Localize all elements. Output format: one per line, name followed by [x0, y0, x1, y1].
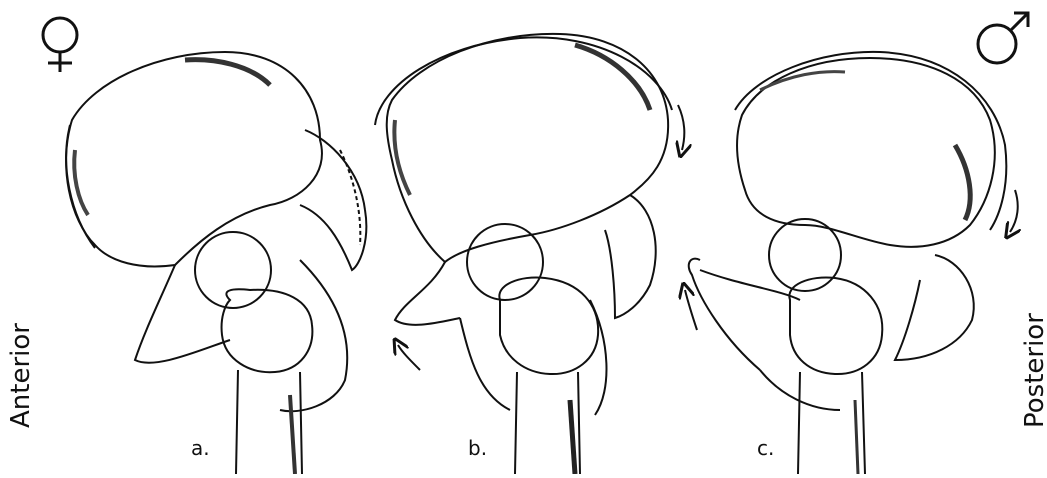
pelvis-figure-a	[66, 52, 366, 474]
rotation-arrow-b-bottom	[398, 345, 420, 370]
iliac-wing-b	[387, 34, 668, 262]
sacrum-b	[605, 195, 656, 318]
female-symbol-icon	[43, 18, 77, 72]
rotation-arrow-c-top	[1010, 190, 1018, 232]
pelvis-figure-c	[685, 52, 1018, 474]
figure-label-b: b.	[468, 436, 487, 460]
greater-trochanter-b	[499, 277, 598, 374]
figure-label-a: a.	[191, 436, 210, 460]
figure-label-c: c.	[757, 436, 774, 460]
greater-trochanter-a	[222, 289, 313, 372]
ischium-a	[135, 265, 230, 363]
sacrum-c	[895, 255, 974, 360]
ischium-b	[395, 262, 460, 325]
rotation-arrow-c-bottom	[685, 290, 697, 330]
femoral-head-a	[195, 232, 271, 308]
iliac-wing-c	[737, 58, 995, 247]
posterior-label: Posterior	[1020, 313, 1047, 428]
anterior-label: Anterior	[6, 323, 36, 428]
iliac-wing-a	[66, 52, 322, 266]
femoral-head-b	[467, 224, 543, 300]
male-symbol-icon	[978, 13, 1028, 63]
rotation-arrow-b-top	[678, 105, 684, 150]
pelvis-figure-b	[375, 34, 684, 474]
ischium-c	[689, 259, 760, 370]
